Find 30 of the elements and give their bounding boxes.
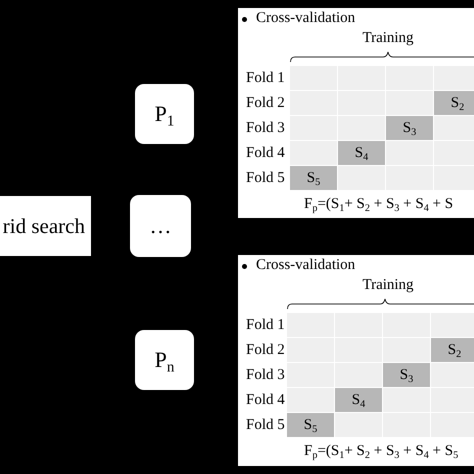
formula-text: F$_{p}$=(S$_{1}$+ S$_{2}$ + S$_{3}$ + S$_{4}$ + S — [304, 196, 454, 213]
test-fold-cell: S$_{4}$ — [335, 388, 382, 412]
fold-label: Fold 3 — [246, 119, 285, 138]
parameter-box: P$_{n}$ — [135, 330, 194, 390]
fold-label: Fold 2 — [246, 94, 285, 113]
test-fold-cell: S$_{2}$ — [431, 338, 474, 362]
parameter-box: P$_{1}$ — [135, 84, 194, 144]
fold-label: Fold 4 — [246, 391, 285, 410]
cross-validation-panel — [238, 8, 474, 218]
fold-label: Fold 1 — [246, 69, 285, 88]
test-fold-cell: S$_{3}$ — [383, 363, 430, 387]
parameter-box: … — [130, 195, 191, 257]
test-fold-cell: S$_{4}$ — [338, 141, 385, 165]
panel-heading: Cross-validation — [256, 10, 356, 27]
test-fold-cell: S$_{5}$ — [290, 166, 337, 190]
fold-label: Fold 3 — [246, 366, 285, 385]
formula-text: F$_{p}$=(S$_{1}$+ S$_{2}$ + S$_{3}$ + S$_{4}$ + S$_{5}$ — [304, 443, 458, 460]
fold-label: Fold 5 — [246, 169, 285, 188]
test-fold-cell: S$_{3}$ — [386, 116, 433, 140]
process-box: rid search — [0, 196, 91, 256]
training-label: Training — [362, 30, 414, 47]
fold-label: Fold 4 — [246, 144, 285, 163]
cross-validation-panel — [238, 255, 474, 466]
training-label: Training — [362, 277, 414, 294]
test-fold-cell: S$_{5}$ — [287, 413, 334, 437]
fold-label: Fold 1 — [246, 316, 285, 335]
test-fold-cell: S$_{2}$ — [434, 91, 474, 115]
fold-label: Fold 2 — [246, 341, 285, 360]
panel-heading: Cross-validation — [256, 257, 356, 274]
fold-label: Fold 5 — [246, 416, 285, 435]
